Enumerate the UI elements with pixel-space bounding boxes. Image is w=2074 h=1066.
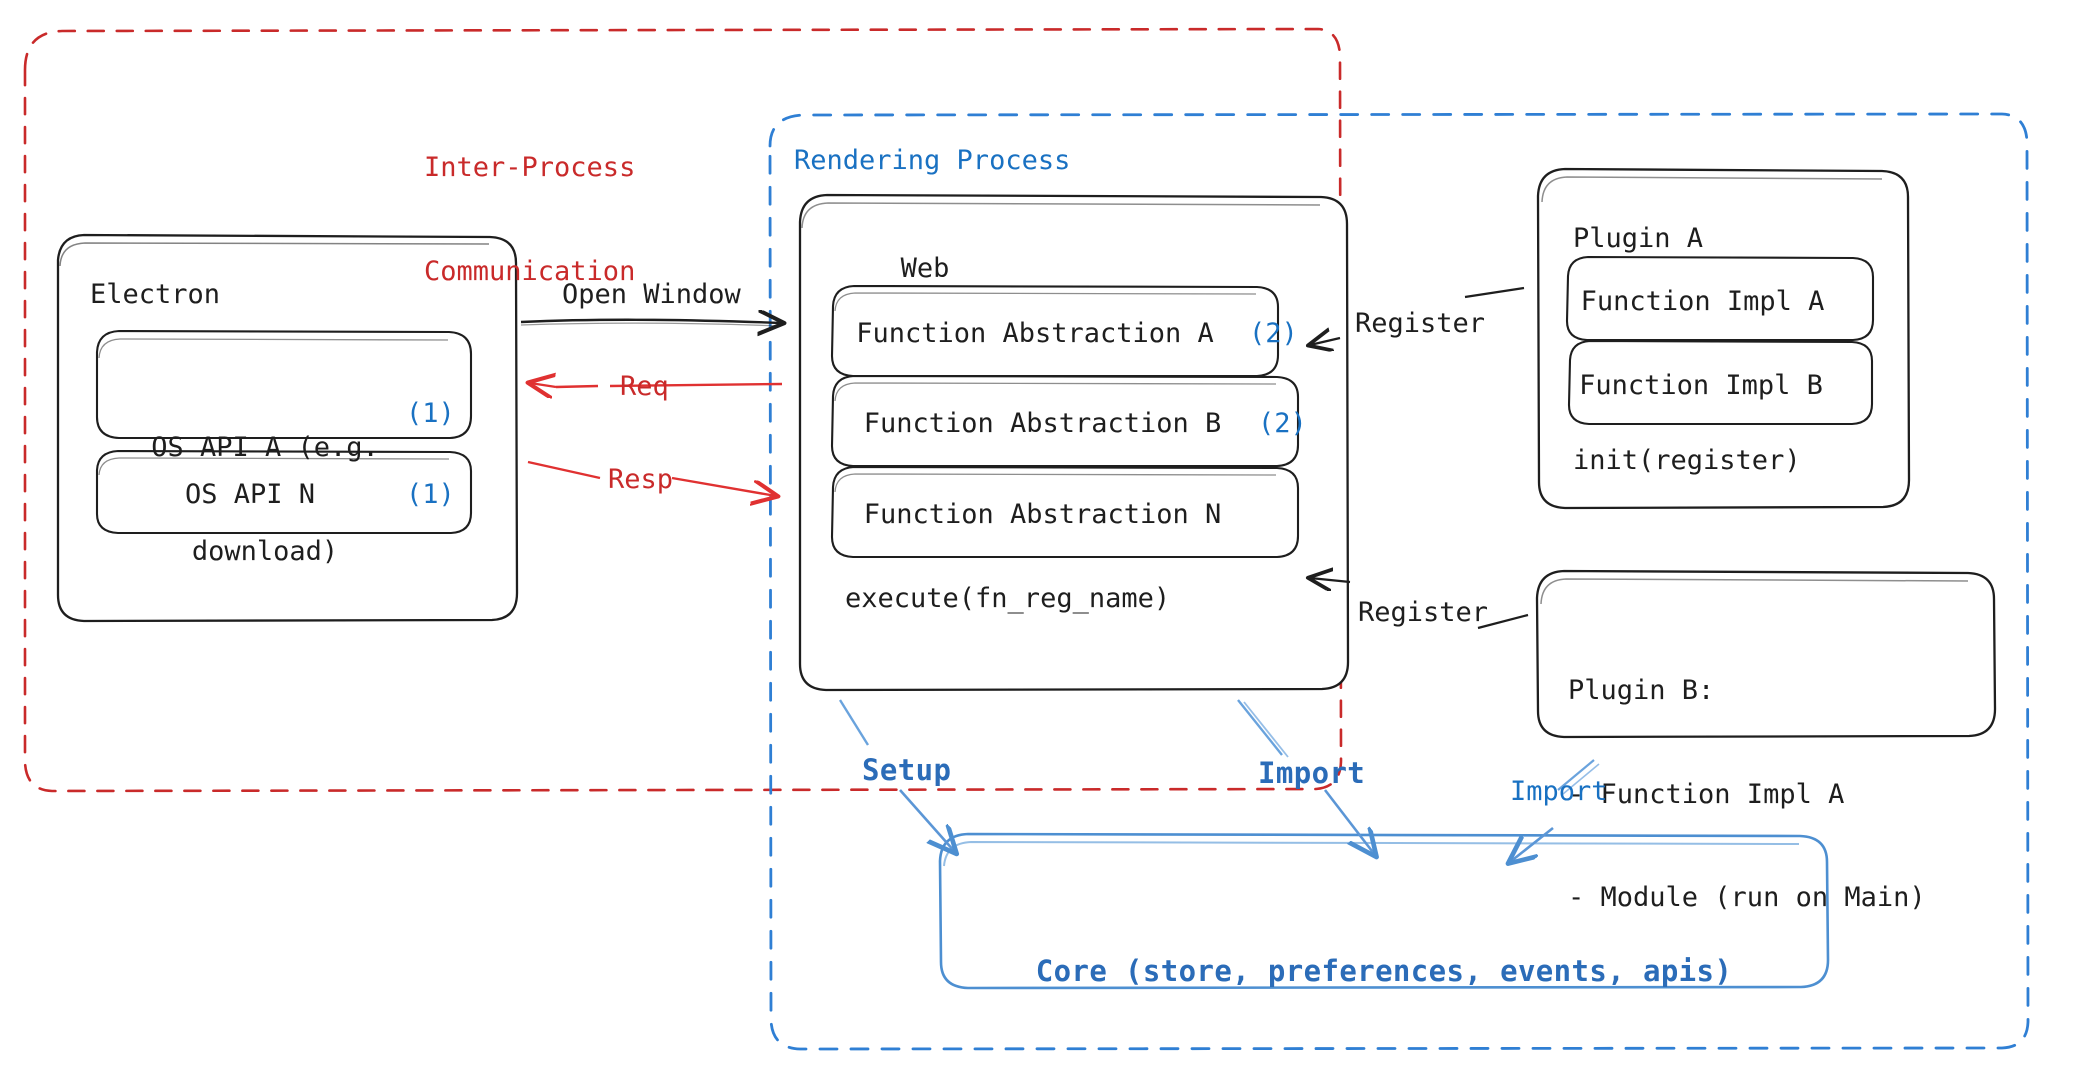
plugin-b-box: [1535, 569, 1997, 739]
edge-label-open-window: Open Window: [562, 279, 741, 310]
edge-open-window: [520, 320, 782, 326]
function-impl-a-box: [1565, 255, 1875, 342]
plugin-a-footer-init: init(register): [1573, 445, 1801, 476]
edge-import-web-core: [1237, 699, 1375, 855]
edge-req: [530, 383, 783, 387]
function-abstraction-a-badge: (2): [1249, 318, 1298, 349]
function-impl-a-label: Function Impl A: [1580, 286, 1825, 317]
os-api-a-box: [95, 329, 473, 440]
plugin-b-line-1: Plugin B:: [1568, 675, 1715, 707]
function-abstraction-b-label: Function Abstraction B: [863, 408, 1222, 439]
os-api-a-badge: (1): [406, 398, 455, 429]
boundary-label-rendering-process: Rendering Process: [794, 145, 1071, 176]
function-abstraction-n-box: [830, 465, 1300, 559]
plugin-b-line-2: - Function Impl A: [1568, 778, 1845, 810]
function-impl-b-box: [1567, 339, 1874, 426]
function-abstraction-b-badge: (2): [1258, 408, 1307, 439]
edge-label-import-web-core: Import: [1258, 756, 1366, 790]
web-footer-execute: execute(fn_reg_name): [845, 583, 1171, 614]
os-api-n-box: [95, 449, 473, 535]
electron-title: Electron: [90, 279, 221, 310]
edge-import-plugin-core: [1510, 759, 1600, 862]
edge-label-import-plugin-core: Import: [1510, 776, 1608, 807]
plugin-b-text: Plugin B: - Function Impl A - Module (ru…: [1568, 605, 1926, 985]
function-abstraction-n-label: Function Abstraction N: [863, 499, 1222, 530]
edge-label-setup: Setup: [862, 753, 952, 787]
plugin-a-title: Plugin A: [1573, 223, 1704, 254]
ipc-label-line-2: Communication: [424, 255, 636, 287]
edge-resp: [527, 460, 776, 496]
function-abstraction-a-label: Function Abstraction A: [856, 318, 1214, 349]
ipc-label-line-1: Inter-Process: [424, 152, 636, 184]
boundary-label-inter-process-communication: Inter-Process Communication: [424, 82, 764, 358]
edge-setup: [838, 699, 955, 852]
boundary-rendering-process: [768, 112, 2030, 1051]
core-line-1: Core (store, preferences, events, apis): [1035, 954, 1733, 989]
plugin-b-line-3: - Module (run on Main): [1568, 882, 1926, 914]
function-abstraction-b-box: [830, 374, 1300, 468]
os-api-a-line-1: OS API A (e.g.: [151, 432, 379, 464]
os-api-a-label: OS API A (e.g. download): [100, 362, 430, 638]
function-impl-b-label: Function Impl B: [1579, 370, 1823, 401]
edge-register-plugin-b: [1310, 578, 1529, 630]
edge-label-resp: Resp: [608, 464, 674, 495]
edge-register-plugin-a: [1310, 286, 1525, 345]
os-api-n-label: OS API N: [184, 479, 316, 510]
boundary-inter-process-communication: [23, 27, 1343, 793]
function-abstraction-a-box: [830, 284, 1280, 378]
core-box-text: Core (store, preferences, events, apis) …: [944, 866, 1824, 1066]
os-api-a-line-2: download): [191, 535, 339, 567]
os-api-n-badge: (1): [406, 479, 455, 510]
edge-label-register-plugin-b: Register: [1358, 597, 1489, 628]
web-title: Web: [900, 253, 950, 284]
edge-label-req: Req: [620, 371, 669, 402]
edge-label-register-plugin-a: Register: [1355, 308, 1486, 339]
